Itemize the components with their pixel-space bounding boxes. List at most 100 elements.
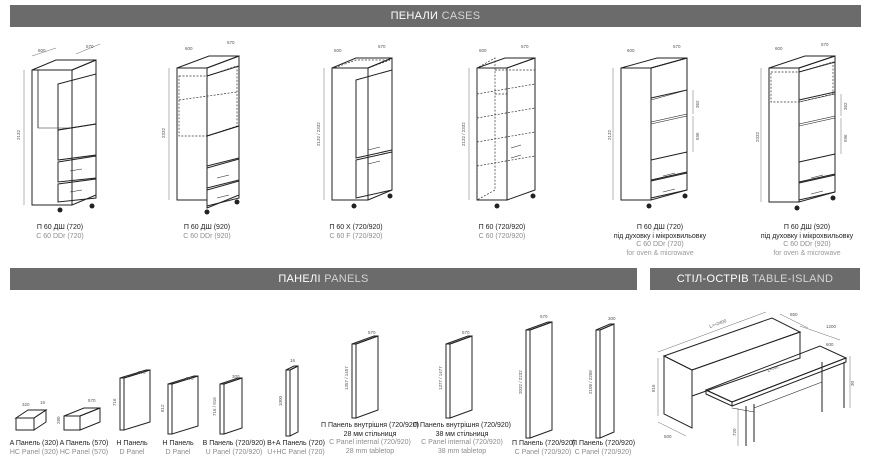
panel-drawing-9: 2032 / 2232 570 — [518, 314, 553, 439]
case-caption-5: П 60 ДШ (720) під духовку і мікрохвильов… — [590, 224, 730, 258]
panel-caption-8: П Панель внутрішня (720/920) 38 мм стіль… — [412, 422, 512, 456]
panel-drawing-10: 2108 / 2208 300 — [588, 316, 616, 439]
panel-9-en: C Panel (720/920) — [514, 448, 572, 456]
panel-2-en: HC Panel (570) — [59, 448, 109, 456]
case-2-height: 2332 — [161, 127, 166, 138]
panel-drawing-3: 716 570 — [112, 369, 151, 431]
panel-caption-3: Н Панель D Panel — [110, 440, 154, 457]
case-2-en: C 60 DDr (920) — [183, 232, 231, 240]
panel-7-dim-b: 570 — [368, 330, 376, 335]
case-5-niche-1: 362 — [695, 100, 700, 108]
case-6-niche-1: 362 — [843, 102, 848, 110]
case-drawing-5: 2132 600 570 362 596 — [607, 44, 700, 209]
panel-drawing-6: 1000 16 — [278, 358, 299, 437]
panel-drawing-2: 280 570 — [56, 398, 101, 431]
panel-1-dim-b: 16 — [40, 400, 46, 405]
case-3-width: 600 — [334, 48, 342, 53]
cases-header-ua: ПЕНАЛИ — [390, 10, 439, 22]
panel-8-en: C Panel internal (720/920) — [421, 439, 503, 446]
panel-3-dim-b: 570 — [138, 370, 146, 375]
case-6-ua: П 60 ДШ (920) — [783, 224, 831, 231]
panel-7-en2: 28 mm tabletop — [345, 447, 395, 455]
panel-caption-1: A Панель (320) HC Panel (320) — [6, 440, 62, 457]
panel-4-en: D Panel — [165, 448, 191, 456]
case-1-width: 600 — [38, 48, 46, 53]
panel-3-dim-c: 716 — [112, 398, 117, 406]
case-3-depth: 570 — [378, 44, 386, 49]
case-4-depth: 570 — [521, 44, 529, 49]
island-dim-8: 600 — [826, 342, 834, 347]
island-drawing: L=<2400 850 1200 L<=m 816 500 720 600 30 — [651, 311, 855, 446]
case-caption-2: П 60 ДШ (920) C 60 DDr (920) — [157, 224, 257, 241]
case-caption-6: П 60 ДШ (920) під духовку і мікрохвильов… — [737, 224, 869, 258]
panel-2-dim-a: 570 — [88, 398, 96, 403]
panel-6-dim-a: 16 — [290, 358, 296, 363]
case-2-depth: 570 — [227, 40, 235, 45]
panel-8-dim-b: 570 — [462, 330, 470, 335]
panel-caption-9: П Панель (720/920) C Panel (720/920) — [512, 440, 576, 457]
island-header-en: TABLE-ISLAND — [752, 273, 834, 285]
case-1-depth: 570 — [86, 44, 94, 49]
case-caption-3: П 60 Х (720/920) C 60 F (720/920) — [306, 224, 406, 241]
case-4-ua: П 60 (720/920) — [478, 224, 526, 231]
panel-caption-2: A Панель (570) HC Panel (570) — [56, 440, 112, 457]
panel-9-dim-b: 570 — [540, 314, 548, 319]
island-dim-5: 816 — [651, 384, 656, 392]
panel-6-dim-c: 1000 — [278, 395, 283, 406]
case-1-en: C 60 DDr (720) — [36, 232, 84, 240]
case-3-height: 2132 / 2332 — [316, 122, 321, 146]
case-5-width: 600 — [627, 48, 635, 53]
panel-10-dim-c: 2108 / 2208 — [588, 370, 593, 394]
case-4-height: 2132 / 2332 — [461, 122, 466, 146]
case-caption-1: П 60 ДШ (720) C 60 DDr (720) — [10, 224, 110, 241]
panel-7-ua: П Панель внутрішня (720/920) — [320, 422, 420, 429]
case-drawing-6: 2332 600 570 362 596 — [755, 42, 848, 211]
panel-1-en: HC Panel (320) — [9, 448, 59, 456]
panel-10-en: C Panel (720/920) — [574, 448, 632, 456]
case-1-ua: П 60 ДШ (720) — [36, 224, 84, 231]
island-dim-7: 720 — [732, 428, 737, 436]
panel-caption-4: Н Панель D Panel — [156, 440, 200, 457]
panel-3-en: D Panel — [119, 448, 145, 456]
island-dim-1: 850 — [790, 312, 798, 317]
cases-header: ПЕНАЛИ CASES — [10, 5, 861, 27]
panel-caption-7: П Панель внутрішня (720/920) 28 мм стіль… — [320, 422, 420, 456]
island-dim-6: 500 — [664, 434, 672, 439]
panel-6-en: U+HC Panel (720) — [267, 448, 325, 456]
panel-drawing-5: 716 / 916 300 — [212, 374, 243, 435]
cases-header-en: CASES — [441, 10, 481, 22]
panel-9-ua: П Панель (720/920) — [512, 440, 576, 447]
panel-8-ua: П Панель внутрішня (720/920) — [412, 422, 512, 429]
panel-5-en: U Panel (720/920) — [205, 448, 263, 456]
island-dim-2: L=<2400 — [709, 318, 728, 329]
island-dim-3: 1200 — [826, 324, 837, 329]
case-6-ua2: під духовку і мікрохвильовку — [760, 232, 854, 240]
panels-header: ПАНЕЛІ PANELS — [10, 268, 637, 290]
panel-2-dim-c: 280 — [56, 416, 61, 424]
case-5-note: for oven & microwave — [626, 249, 694, 257]
island-dim-4: L<=m — [767, 364, 780, 373]
panel-caption-6: В+А Панель (720) U+HC Panel (720) — [264, 440, 328, 457]
panel-8-en2: 38 mm tabletop — [437, 447, 487, 455]
case-5-niche-2: 596 — [695, 132, 700, 140]
panel-4-ua: Н Панель — [162, 440, 194, 447]
panel-8-ua2: 38 мм стільниця — [435, 430, 489, 438]
case-5-en: C 60 DDr (720) — [636, 241, 684, 248]
panel-5-ua: В Панель (720/920) — [202, 440, 266, 447]
panel-caption-5: В Панель (720/920) U Panel (720/920) — [200, 440, 268, 457]
case-6-height: 2332 — [755, 131, 760, 142]
panel-7-dim-c: 1357 / 1457 — [344, 366, 349, 390]
case-3-en: C 60 F (720/920) — [329, 232, 383, 240]
case-2-ua: П 60 ДШ (920) — [183, 224, 231, 231]
panel-drawing-7: 1357 / 1457 570 — [344, 330, 379, 419]
panels-header-ua: ПАНЕЛІ — [278, 273, 321, 285]
case-4-en: C 60 (720/920) — [478, 232, 526, 240]
case-6-en: C 60 DDr (920) — [783, 241, 831, 248]
panel-caption-10: П Панель (720/920) C Panel (720/920) — [572, 440, 636, 457]
panel-10-ua: П Панель (720/920) — [572, 440, 636, 447]
panel-2-ua: A Панель (570) — [59, 440, 109, 447]
case-4-width: 600 — [479, 48, 487, 53]
case-drawing-2: 2332 600 570 — [161, 40, 240, 215]
case-6-niche-2: 596 — [843, 134, 848, 142]
case-5-ua2: під духовку і мікрохвильовку — [613, 232, 707, 240]
